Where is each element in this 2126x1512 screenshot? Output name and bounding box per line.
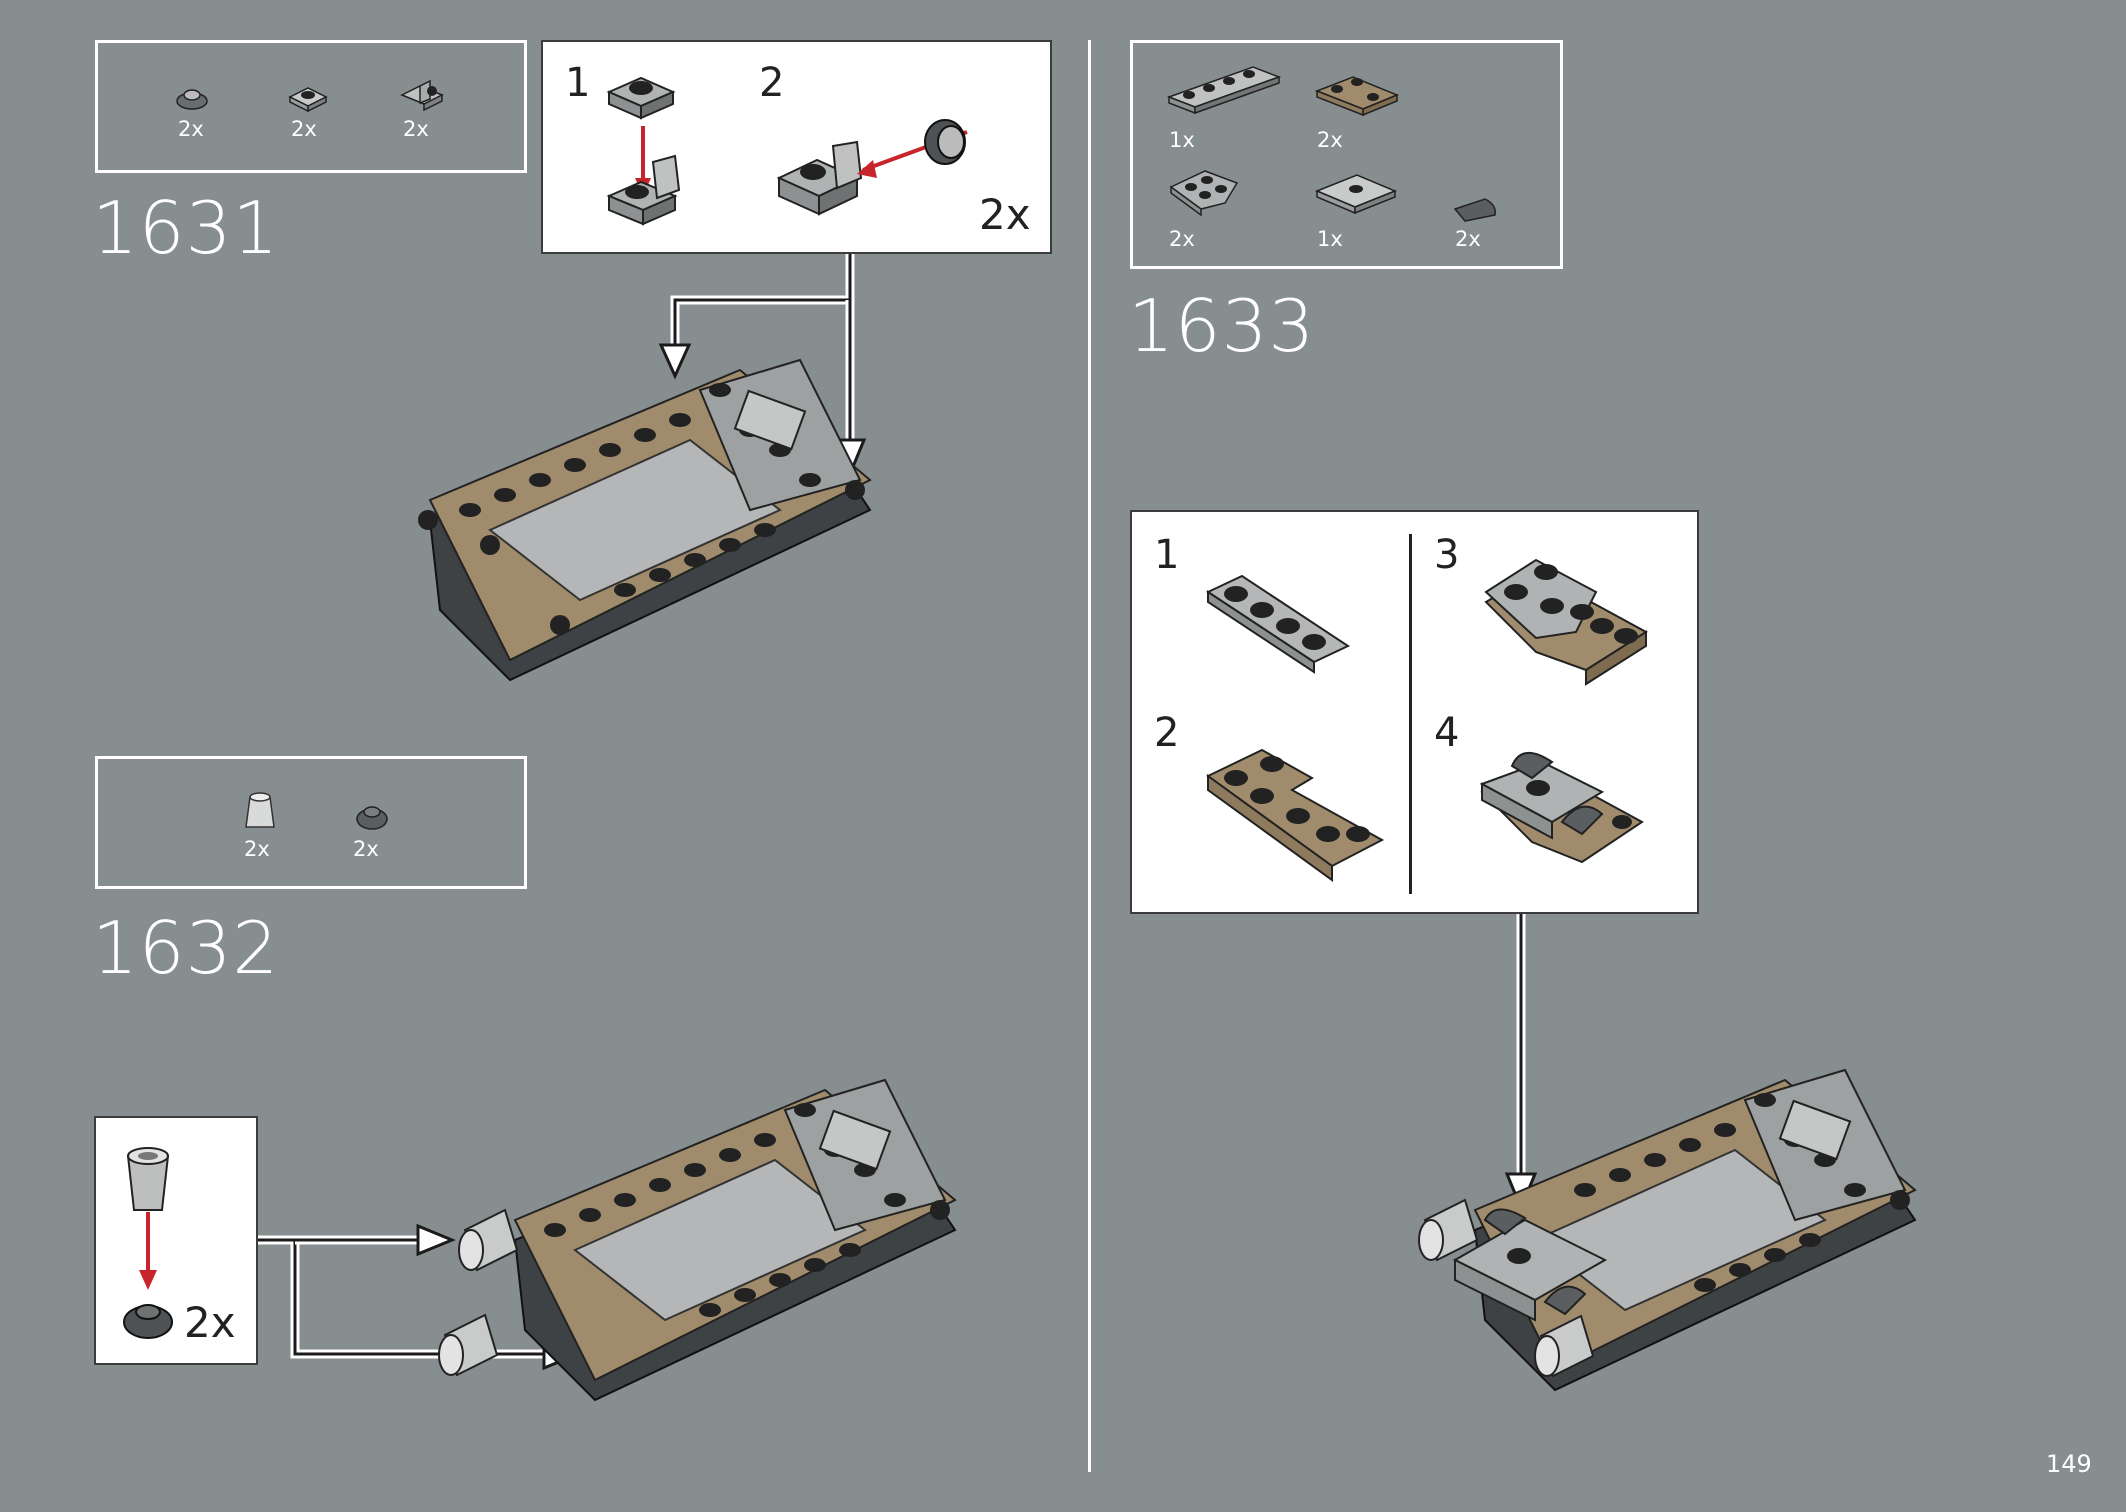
plate-1x1-icon [288,87,328,113]
qty-label: 2x [1169,227,1195,251]
assembly-step4-icon [1479,752,1644,864]
red-arrow-icon [139,1212,157,1290]
substep-number: 1 [565,60,591,106]
assembly-step3-icon [1484,558,1648,686]
tan-corner-plate-icon [1314,76,1399,117]
qty-label: 2x [353,837,379,861]
step-number: 1633 [1128,284,1316,368]
tan-corner-plate-icon [1206,748,1385,882]
model-1631-icon [418,358,872,682]
plate-piece-icon [606,76,676,120]
plate-1x4-icon [1205,574,1351,674]
cone-icon [438,1313,499,1377]
parts-list-1633: 1x 2x 2x 1x 2x [1130,40,1563,269]
bracket-piece-icon [606,154,681,226]
plate-1x4-icon [1166,66,1282,115]
cone-icon [245,792,275,828]
qty-label: 2x [1455,227,1481,251]
parts-list-1632: 2x 2x [95,756,527,889]
subassembly-callout-1632: 2x [94,1116,258,1365]
subassembly-callout-1631: 1 2 2x [541,40,1052,254]
callout-arrows-1631 [658,254,867,478]
subassembly-callout-1633: 1 2 3 4 [1130,510,1699,914]
substep-number: 4 [1434,710,1460,756]
cone-piece-icon [126,1147,170,1211]
round-plate-icon [924,119,966,165]
bracket-icon [400,79,444,112]
step-number: 1632 [92,906,280,990]
cone-icon [458,1208,519,1272]
qty-label: 1x [1169,128,1195,152]
qty-label: 2x [1317,128,1343,152]
qty-label: 2x [291,117,317,141]
round-plate-dark-icon [356,806,388,830]
qty-label: 1x [1317,227,1343,251]
multiplier-label: 2x [184,1298,236,1347]
page-divider [1088,40,1091,1472]
qty-label: 2x [244,837,270,861]
substep-number: 1 [1154,532,1180,578]
model-1632-icon [438,1078,957,1402]
substep-number: 2 [759,60,785,106]
assembled-bracket-icon [776,140,863,216]
model-1633-icon [1418,1068,1917,1392]
substep-number: 2 [1154,710,1180,756]
qty-label: 2x [178,117,204,141]
page-number: 149 [2046,1450,2092,1478]
step-number: 1631 [92,186,280,270]
substep-divider [1409,534,1412,894]
cone-icon [1418,1198,1479,1262]
round-plate-icon [176,89,208,110]
qty-label: 2x [403,117,429,141]
parts-list-1631: 2x 2x 2x [95,40,527,173]
round-plate-dark-icon [123,1304,173,1339]
curved-slope-icon [1453,198,1497,222]
callout-arrows-1632 [258,1223,582,1371]
jumper-plate-icon [1315,174,1397,215]
substep-number: 3 [1434,532,1460,578]
cone-icon [1534,1314,1595,1378]
multiplier-label: 2x [979,190,1031,239]
wedge-plate-icon [1169,170,1239,217]
